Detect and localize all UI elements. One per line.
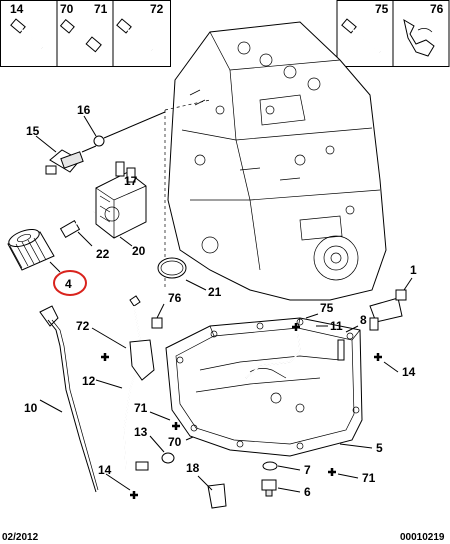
oil-cooler-20 [95,161,147,239]
callout-15: 15 [26,124,40,138]
callout-72: 72 [76,319,90,333]
callout-20: 20 [132,244,146,258]
torque-cross-14-lower [130,491,138,499]
box-label-75: 75 [375,2,389,16]
clip-76-icon [403,18,435,57]
torque-cross-72 [101,353,109,361]
callout-11: 11 [330,319,343,333]
torque-cross-71-mid [172,422,180,430]
breather-pipe-11 [245,333,301,379]
callout-12: 12 [82,374,96,388]
callout-71-mid: 71 [134,401,148,415]
callout-70: 70 [168,435,182,449]
drain-plug-6 [261,479,277,497]
callout-17: 17 [124,174,138,188]
torque-cross-71-right [328,468,336,476]
bolt-72-icon [116,18,153,51]
callout-16: 16 [77,103,91,117]
stud-71-icon [59,19,102,53]
box-label-70: 70 [60,2,74,16]
torque-cross-14-right [374,353,382,361]
box-label-76: 76 [430,2,444,16]
callout-8: 8 [360,313,367,327]
callout-13: 13 [134,425,148,439]
callout-75: 75 [320,301,334,315]
callout-18: 18 [186,461,200,475]
box-label-14: 14 [10,2,24,16]
top-right-fastener-box: 75 76 [336,0,450,67]
callout-21: 21 [208,285,222,299]
drain-seal-7 [262,461,278,471]
callout-71-right: 71 [362,471,376,485]
callout-4: 4 [65,277,72,291]
box-label-72: 72 [150,2,164,16]
dipstick-guide-tube-12 [123,295,155,471]
seal-13 [161,452,175,464]
oil-sump-5 [165,317,363,457]
footer-date: 02/2012 [2,532,39,543]
torque-cross-75 [292,323,300,331]
callout-22: 22 [96,247,110,261]
callout-14-lower: 14 [98,463,112,477]
clip-76 [151,317,163,329]
box-label-71: 71 [94,2,108,16]
oil-filter-4 [7,228,55,271]
union-bolt-22 [59,211,95,239]
bolt-75-icon [341,18,381,53]
engine-block [167,21,387,301]
seal-16 [93,135,105,147]
callout-7: 7 [304,463,311,477]
footer-reference: 00010219 [400,532,445,543]
bolt-14-icon [10,18,43,49]
seal-21 [157,257,187,279]
callout-76: 76 [168,291,182,305]
callout-10: 10 [24,401,38,415]
callout-1: 1 [410,263,417,277]
dipstick-10 [39,305,99,493]
top-left-fastener-box: 14 70 71 72 [0,0,171,67]
callout-14-right: 14 [402,365,416,379]
oil-pressure-sensor-15 [45,145,97,175]
callout-6: 6 [304,485,311,499]
plug-8 [337,339,345,361]
highlight-circle [53,270,87,296]
bolt-14-lower [135,461,149,471]
sensor-1 [369,289,407,331]
callout-5: 5 [376,441,383,455]
